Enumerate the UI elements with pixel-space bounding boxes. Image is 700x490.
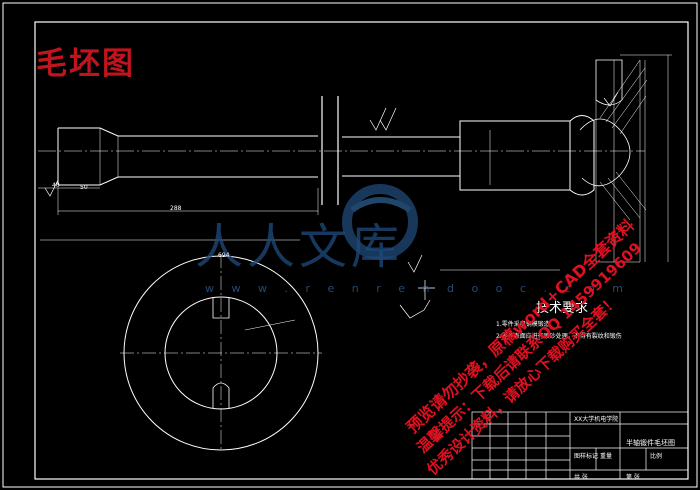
flange-dim-line bbox=[620, 54, 672, 262]
title-block-cell-1: 图样标记 bbox=[574, 453, 599, 460]
shaft-outline bbox=[57, 115, 595, 196]
dim-d4: 694 bbox=[218, 252, 230, 259]
tech-note-1: 1.零件采用钢模锻造 bbox=[496, 321, 550, 328]
title-block-cell-4: 共 张 bbox=[574, 474, 588, 481]
tech-note-2: 2.零件表面应进行喷砂处理，不得有裂纹和锻伤 bbox=[496, 333, 622, 340]
watermark-logo bbox=[342, 184, 418, 260]
roughness-marks bbox=[44, 91, 619, 273]
dim-d3: 288 bbox=[170, 205, 182, 212]
drawing-title-stamp: 毛坯图 bbox=[36, 46, 135, 82]
section-view bbox=[120, 254, 322, 452]
detail-view bbox=[399, 280, 435, 319]
shaft-dimensions bbox=[38, 130, 560, 271]
watermark-name: 人人文库 bbox=[195, 219, 404, 275]
title-block-cell-3: 比例 bbox=[650, 453, 663, 460]
tech-requirements-heading: 技术要求 bbox=[536, 301, 589, 316]
title-block-school: XX大学机电学院 bbox=[574, 416, 619, 423]
break-marks bbox=[321, 96, 339, 205]
flange-section bbox=[579, 59, 648, 263]
title-block-cell-5: 第 张 bbox=[626, 474, 640, 481]
dim-d1: 40 bbox=[52, 182, 60, 189]
dim-d2: 50 bbox=[80, 184, 88, 191]
title-block-part-name: 半轴锻件毛坯图 bbox=[626, 439, 675, 447]
title-block bbox=[471, 411, 689, 480]
watermark-url: w w w . r e n r e n d o o c . c o m bbox=[205, 282, 630, 295]
drawing-frame bbox=[34, 21, 689, 480]
title-block-cell-2: 重量 bbox=[600, 453, 613, 460]
